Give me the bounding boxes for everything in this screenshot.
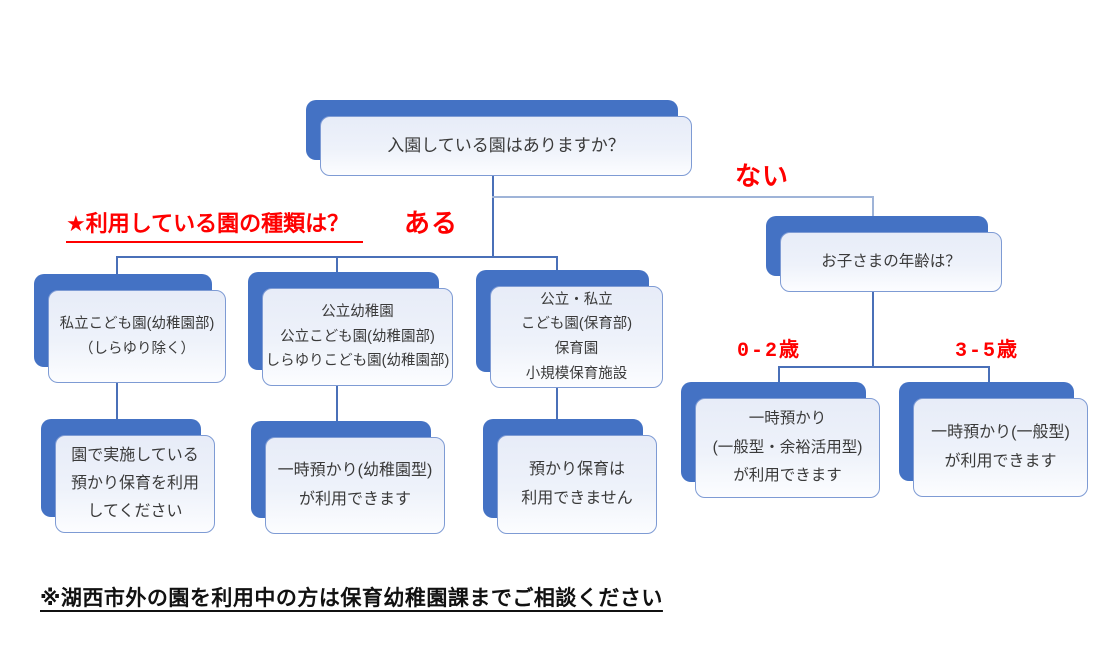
result-box-text: 一時預かり(一般型) が利用できます <box>931 423 1070 470</box>
result-box-ichiji-yochien: 一時預かり(幼稚園型) が利用できます <box>251 421 445 534</box>
result-box-not-available: 預かり保育は 利用できません <box>483 419 657 534</box>
result-box-text: 一時預かり (一般型・余裕活用型) が利用できます <box>712 409 863 485</box>
box-face: お子さまの年齢は？ <box>780 232 1002 292</box>
result-box-ichiji-ippan: 一時預かり(一般型) が利用できます <box>899 382 1088 497</box>
connector-no-branch-horizontal <box>492 196 874 198</box>
connector-age02-down <box>778 366 780 392</box>
age-3-5-label: 3-5歳 <box>955 340 1020 363</box>
age-question-box: お子さまの年齢は？ <box>766 216 1002 292</box>
result-box-text: 預かり保育は 利用できません <box>521 460 633 507</box>
result-box-text: 園で実施している 預かり保育を利用 してください <box>70 447 199 520</box>
type-question-label: ★利用している園の種類は？ <box>66 206 364 243</box>
box-face: 公立幼稚園 公立こども園(幼稚園部) しらゆりこども園(幼稚園部) <box>262 288 453 386</box>
box-face: 私立こども園(幼稚園部) （しらゆり除く） <box>48 290 226 383</box>
connector-ages-horizontal <box>778 366 990 368</box>
connector-age35-down <box>988 366 990 392</box>
root-question-box: 入園している園はありますか？ <box>306 100 692 176</box>
type-box-private-kodomoen: 私立こども園(幼稚園部) （しらゆり除く） <box>34 274 226 383</box>
no-branch-label: ない <box>735 161 790 191</box>
box-face: 預かり保育は 利用できません <box>497 435 657 534</box>
connector-type2-result <box>336 384 338 432</box>
root-question-text: 入園している園はありますか？ <box>387 136 625 156</box>
type-box-text: 公立幼稚園 公立こども園(幼稚園部) しらゆりこども園(幼稚園部) <box>265 304 450 370</box>
age-question-text: お子さまの年齢は？ <box>821 253 961 271</box>
type-box-hoikuen: 公立・私立 こども園(保育部) 保育園 小規模保育施設 <box>476 270 663 388</box>
connector-type3-result <box>556 386 558 430</box>
connector-type1-result <box>116 381 118 431</box>
connector-age-down <box>872 291 874 368</box>
box-face: 園で実施している 預かり保育を利用 してください <box>55 435 215 533</box>
connector-root-down <box>492 176 494 258</box>
age-0-2-label: 0-2歳 <box>737 340 802 363</box>
result-box-text: 一時預かり(幼稚園型) が利用できます <box>277 461 433 508</box>
box-face: 公立・私立 こども園(保育部) 保育園 小規模保育施設 <box>490 286 663 388</box>
type-box-text: 公立・私立 こども園(保育部) 保育園 小規模保育施設 <box>520 291 633 382</box>
type-box-public-yochien: 公立幼稚園 公立こども園(幼稚園部) しらゆりこども園(幼稚園部) <box>248 272 453 386</box>
footnote-text: ※湖西市外の園を利用中の方は保育幼稚園課までご相談ください <box>40 587 663 610</box>
result-box-ichiji-ippan-yoyu: 一時預かり (一般型・余裕活用型) が利用できます <box>681 382 880 498</box>
box-face: 一時預かり(一般型) が利用できます <box>913 398 1088 497</box>
result-box-use-en-azukari: 園で実施している 預かり保育を利用 してください <box>41 419 215 533</box>
box-face: 一時預かり(幼稚園型) が利用できます <box>265 437 445 534</box>
box-face: 一時預かり (一般型・余裕活用型) が利用できます <box>695 398 880 498</box>
box-face: 入園している園はありますか？ <box>320 116 692 176</box>
yes-branch-label: ある <box>404 208 459 238</box>
type-box-text: 私立こども園(幼稚園部) （しらゆり除く） <box>59 315 215 357</box>
